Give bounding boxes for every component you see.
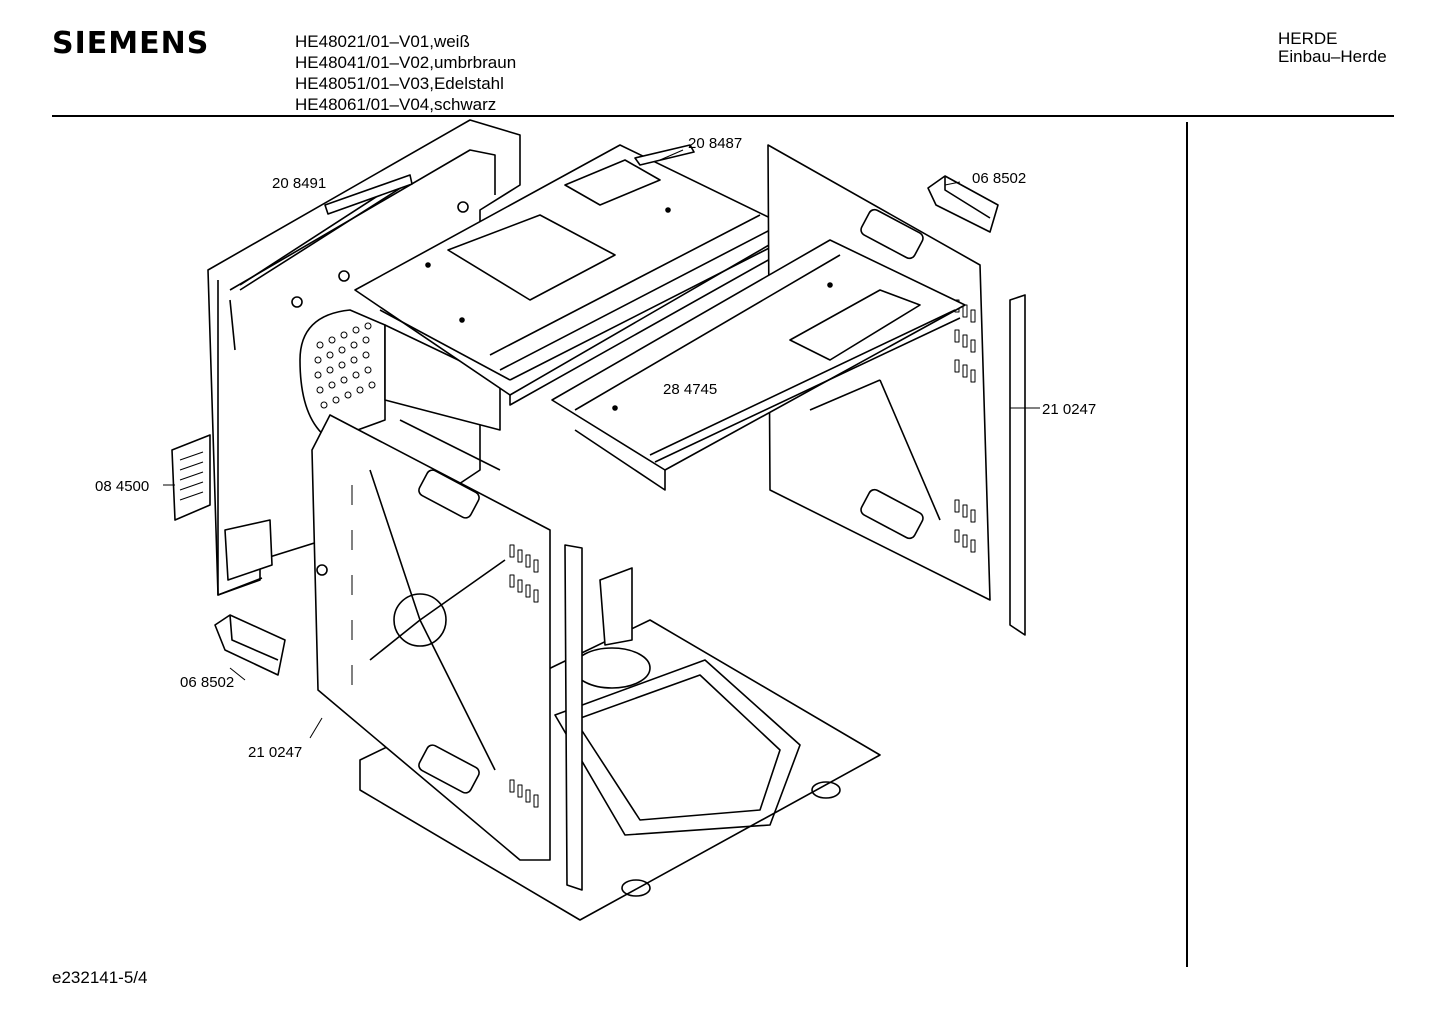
model-line: HE48051/01–V03,Edelstahl [295,74,504,93]
label-side-panel-right: 21 0247 [1042,401,1096,418]
category-title: HERDE [1278,29,1338,48]
side-divider [1186,122,1188,967]
top-cover-part [354,144,796,406]
category-block: HERDE Einbau–Herde [1278,30,1387,66]
label-handle-right: 06 8502 [972,170,1026,187]
label-rack-rail: 28 4745 [663,381,717,398]
handle-left-part [214,614,286,676]
model-line: HE48021/01–V01,weiß [295,32,470,51]
label-top-cover: 20 8487 [688,135,742,152]
bottom-plate-part [359,567,881,921]
left-side-panel-part [311,414,583,891]
model-list: HE48021/01–V01,weiß HE48041/01–V02,umbrb… [295,31,516,115]
label-connector: 08 4500 [95,478,149,495]
header-divider [52,115,1394,117]
model-line: HE48041/01–V02,umbrbraun [295,53,517,72]
handle-right-part [927,175,999,233]
connector-part [171,434,211,521]
leader-lines [163,149,1040,739]
model-line: HE48061/01–V04,schwarz [295,95,497,114]
drawing-code: e232141-5/4 [52,968,148,987]
rack-rail-part [551,239,966,491]
label-side-panel-left: 21 0247 [248,744,302,761]
brand-logo: SIEMENS [52,26,210,61]
back-wall-grille [299,309,501,471]
label-handle-left: 06 8502 [180,674,234,691]
label-left-side-wall: 20 8491 [272,175,326,192]
category-subtitle: Einbau–Herde [1278,47,1387,66]
